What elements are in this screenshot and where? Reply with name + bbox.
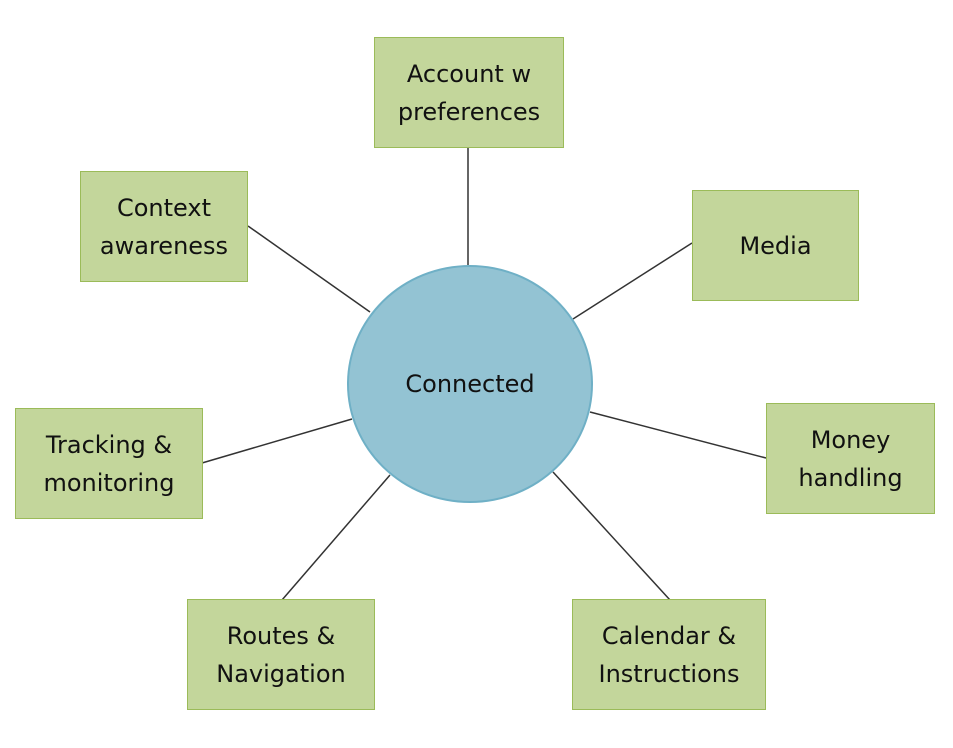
- connector-media: [572, 242, 693, 320]
- node-media: Media: [692, 190, 859, 301]
- node-label: Account w preferences: [397, 59, 541, 126]
- node-label: Media: [739, 231, 812, 260]
- connector-context: [247, 225, 371, 313]
- node-label: Tracking & monitoring: [43, 430, 175, 497]
- node-label: Calendar & Instructions: [598, 621, 740, 688]
- connector-calendar: [552, 471, 671, 601]
- connector-routes: [281, 474, 391, 601]
- node-label: Money handling: [798, 425, 903, 492]
- node-tracking: Tracking & monitoring: [15, 408, 203, 519]
- node-label: Context awareness: [99, 193, 229, 260]
- connector-money: [589, 411, 767, 459]
- hub-label: Connected: [405, 370, 535, 398]
- node-label: Routes & Navigation: [216, 621, 346, 688]
- connector-tracking: [201, 418, 353, 464]
- node-routes: Routes & Navigation: [187, 599, 375, 710]
- node-context: Context awareness: [80, 171, 248, 282]
- hub-connected: Connected: [347, 265, 593, 503]
- node-calendar: Calendar & Instructions: [572, 599, 766, 710]
- node-money: Money handling: [766, 403, 935, 514]
- node-account: Account w preferences: [374, 37, 564, 148]
